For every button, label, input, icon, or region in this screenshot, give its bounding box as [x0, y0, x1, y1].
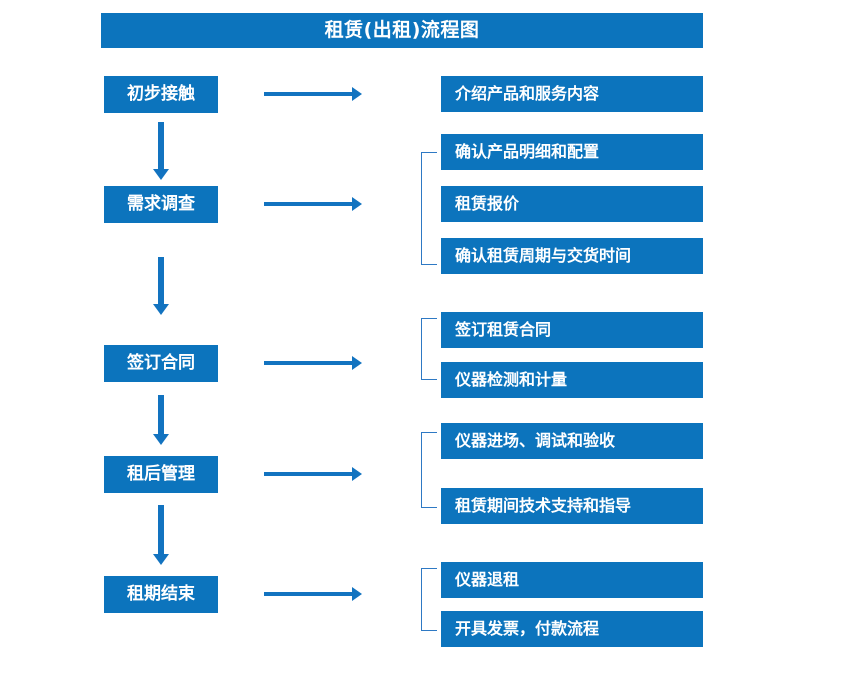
detail-box-intro-products-services[interactable]: 介绍产品和服务内容 [441, 76, 703, 112]
detail-box-technical-support-during-rental[interactable]: 租赁期间技术支持和指导 [441, 488, 703, 524]
arrow-head-icon [153, 434, 169, 445]
stage-box-needs-survey[interactable]: 需求调查 [104, 186, 218, 223]
arrow-head-icon [153, 169, 169, 180]
stage-label: 租后管理 [127, 464, 195, 484]
vertical-arrow-contract-to-management [153, 395, 169, 445]
stage-box-sign-contract[interactable]: 签订合同 [104, 345, 218, 382]
stage-label: 租期结束 [127, 584, 195, 604]
detail-label: 仪器进场、调试和验收 [455, 431, 616, 450]
detail-box-confirm-period-delivery[interactable]: 确认租赁周期与交货时间 [441, 238, 703, 274]
detail-label: 确认租赁周期与交货时间 [455, 246, 632, 265]
stage-label: 初步接触 [127, 84, 195, 104]
horizontal-arrow-post-rental-management [264, 467, 362, 481]
detail-label: 介绍产品和服务内容 [455, 84, 600, 103]
vertical-arrow-initial-to-needs [153, 122, 169, 180]
detail-box-invoice-payment-process[interactable]: 开具发票，付款流程 [441, 611, 703, 647]
detail-label: 租赁报价 [455, 194, 520, 213]
detail-box-rental-quotation[interactable]: 租赁报价 [441, 186, 703, 222]
stage-box-post-rental-management[interactable]: 租后管理 [104, 456, 218, 493]
arrow-shaft [264, 592, 352, 596]
group-bracket-lease-end [421, 568, 437, 631]
arrow-head-icon [352, 587, 362, 601]
vertical-arrow-needs-to-contract [153, 257, 169, 315]
vertical-arrow-management-to-leaseend [153, 505, 169, 565]
detail-label: 租赁期间技术支持和指导 [455, 496, 632, 515]
arrow-head-icon [153, 554, 169, 565]
arrow-head-icon [153, 304, 169, 315]
arrow-head-icon [352, 356, 362, 370]
diagram-title-bar: 租赁(出租)流程图 [101, 13, 703, 48]
arrow-head-icon [352, 197, 362, 211]
arrow-head-icon [352, 467, 362, 481]
detail-label: 开具发票，付款流程 [455, 619, 600, 638]
group-bracket-sign-contract [421, 318, 437, 380]
arrow-shaft [158, 122, 164, 169]
horizontal-arrow-needs-survey [264, 197, 362, 211]
detail-box-instrument-return[interactable]: 仪器退租 [441, 562, 703, 598]
arrow-shaft [158, 395, 164, 434]
arrow-shaft [264, 92, 352, 96]
group-bracket-post-rental-management [421, 432, 437, 508]
arrow-shaft [264, 361, 352, 365]
detail-label: 仪器退租 [455, 570, 520, 589]
stage-box-lease-end[interactable]: 租期结束 [104, 576, 218, 613]
detail-box-instrument-entry-commission-acceptance[interactable]: 仪器进场、调试和验收 [441, 423, 703, 459]
detail-box-confirm-product-spec[interactable]: 确认产品明细和配置 [441, 134, 703, 170]
detail-box-sign-rental-contract[interactable]: 签订租赁合同 [441, 312, 703, 348]
stage-label: 需求调查 [127, 194, 195, 214]
detail-label: 仪器检测和计量 [455, 370, 568, 389]
arrow-shaft [158, 257, 164, 304]
horizontal-arrow-sign-contract [264, 356, 362, 370]
stage-box-initial-contact[interactable]: 初步接触 [104, 76, 218, 113]
stage-label: 签订合同 [127, 353, 195, 373]
arrow-shaft [264, 202, 352, 206]
horizontal-arrow-lease-end [264, 587, 362, 601]
group-bracket-needs-survey [421, 152, 437, 265]
detail-label: 签订租赁合同 [455, 320, 552, 339]
arrow-shaft [158, 505, 164, 554]
detail-box-instrument-inspection[interactable]: 仪器检测和计量 [441, 362, 703, 398]
arrow-head-icon [352, 87, 362, 101]
horizontal-arrow-initial-contact [264, 87, 362, 101]
arrow-shaft [264, 472, 352, 476]
diagram-title: 租赁(出租)流程图 [324, 19, 480, 41]
detail-label: 确认产品明细和配置 [455, 142, 600, 161]
